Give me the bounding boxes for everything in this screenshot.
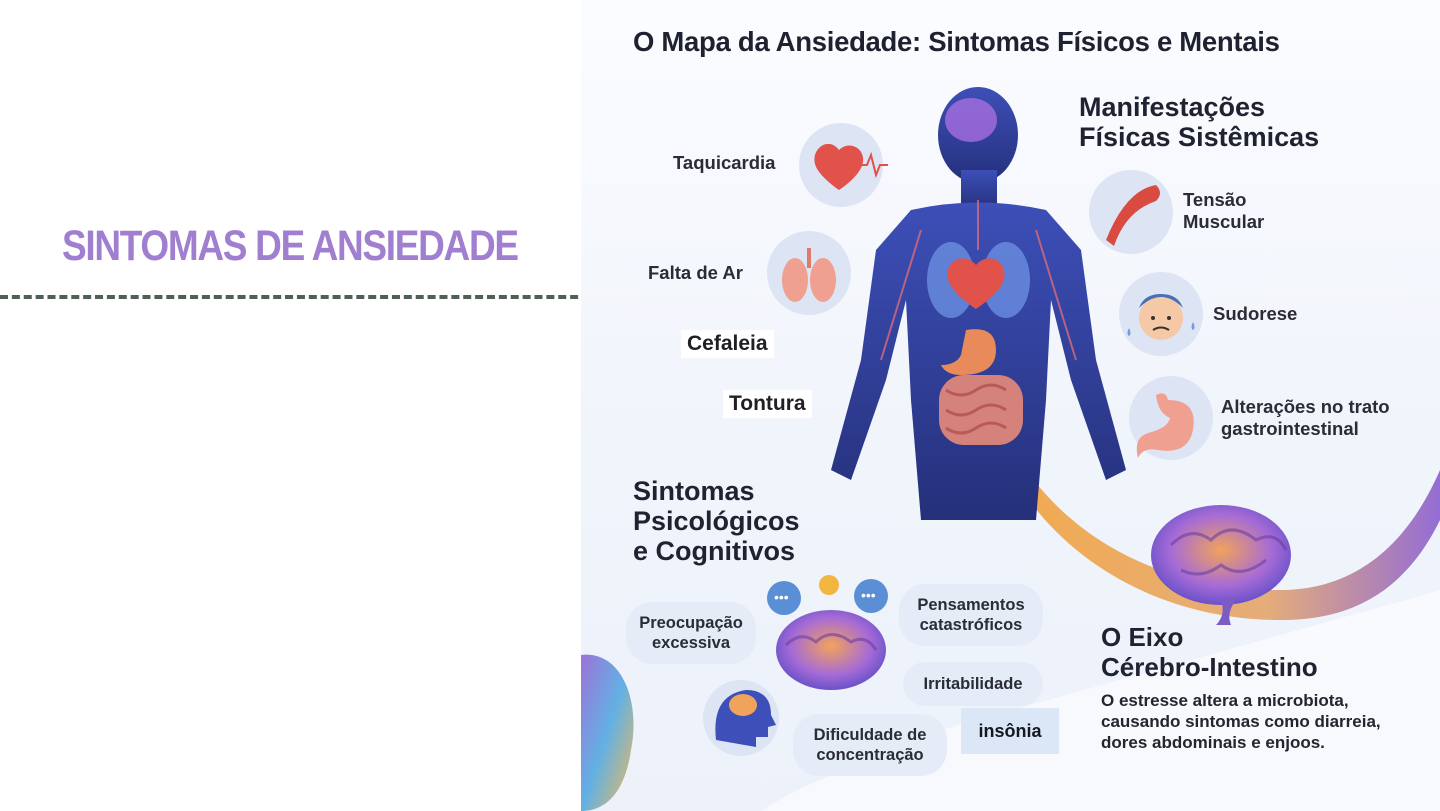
- body-heart-icon: [947, 258, 1005, 309]
- stomach-icon: [1136, 393, 1194, 458]
- lungs-icon: [782, 248, 836, 302]
- label-tontura: Tontura: [723, 390, 812, 418]
- infographic-title: O Mapa da Ansiedade: Sintomas Físicos e …: [633, 26, 1280, 57]
- pill-dificuldade: Dificuldade de concentração: [793, 714, 947, 776]
- heart-icon: [814, 143, 864, 190]
- label-cefaleia: Cefaleia: [681, 330, 774, 358]
- pill-irritabilidade: Irritabilidade: [903, 662, 1043, 706]
- pill-pensamentos: Pensamentos catastróficos: [899, 584, 1043, 646]
- slide-title: SINTOMAS DE ANSIEDADE: [62, 222, 519, 270]
- label-falta-de-ar: Falta de Ar: [648, 262, 743, 283]
- sweating-face-icon: [1127, 294, 1195, 340]
- pill-insonia: insônia: [961, 708, 1059, 754]
- label-gastrointestinal: Alterações no trato gastrointestinal: [1221, 396, 1390, 439]
- psych-section-heading: Sintomas Psicológicos e Cognitivos: [633, 476, 800, 566]
- axis-heading: O Eixo Cérebro-Intestino: [1101, 622, 1318, 682]
- pill-preocupacao: Preocupação excessiva: [626, 602, 756, 664]
- physical-section-heading: Manifestações Físicas Sistêmicas: [1079, 92, 1320, 152]
- speech-bubble-icon: ••• •••: [767, 579, 888, 615]
- muscle-icon: [1106, 185, 1160, 246]
- axis-description: O estresse altera a microbiota, causando…: [1101, 691, 1381, 752]
- infographic-panel: ••• ••• O Mapa da Ansiedade: Sintomas Fí…: [581, 0, 1440, 811]
- label-sudorese: Sudorese: [1213, 303, 1298, 324]
- label-tensao-muscular: Tensão Muscular: [1183, 189, 1265, 232]
- svg-text:•••: •••: [774, 589, 789, 605]
- label-taquicardia: Taquicardia: [673, 152, 776, 173]
- dashed-divider: [0, 295, 590, 299]
- svg-text:•••: •••: [861, 587, 876, 603]
- human-body-figure: [831, 87, 1126, 520]
- brain-icon: [1151, 505, 1291, 625]
- gut-brain-swoosh: [1006, 445, 1440, 620]
- center-brain-icon: [776, 610, 886, 690]
